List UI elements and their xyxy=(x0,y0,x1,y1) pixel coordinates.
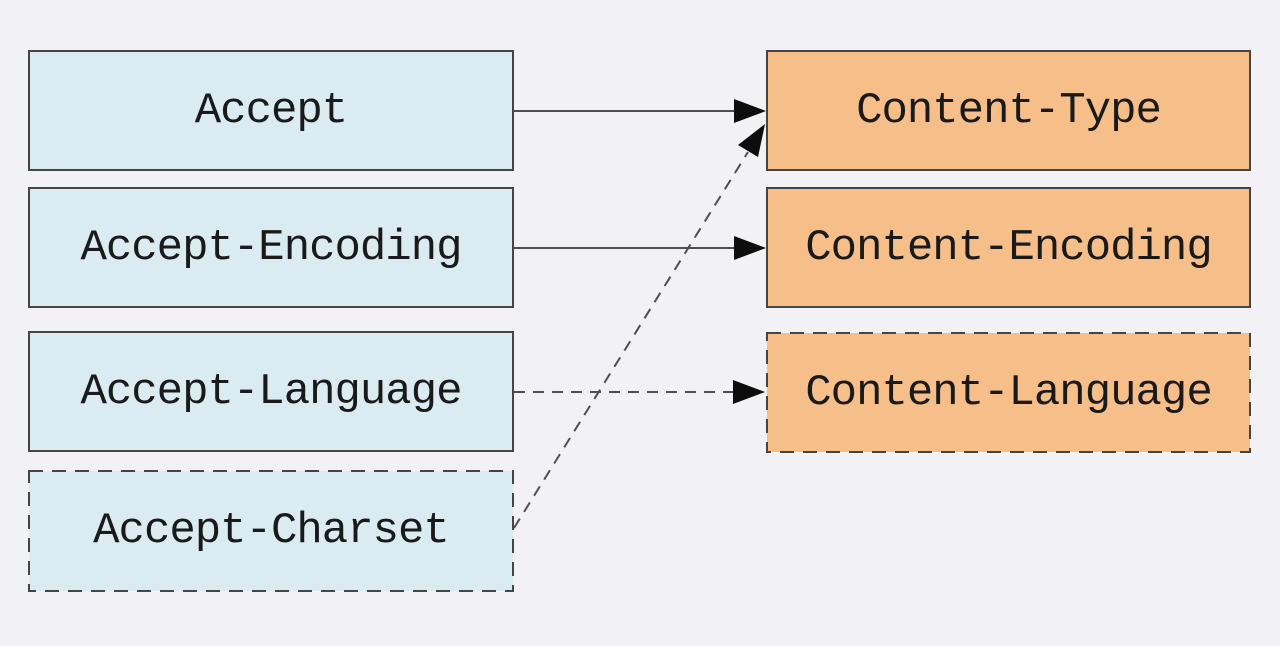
request-header-box-accept: Accept xyxy=(29,51,513,170)
box-label: Content-Encoding xyxy=(805,222,1212,273)
box-label: Accept-Encoding xyxy=(80,222,462,273)
arrowhead-accept-to-content-type xyxy=(734,99,766,123)
box-label: Content-Type xyxy=(856,85,1162,136)
response-header-box-content-encoding: Content-Encoding xyxy=(767,188,1250,307)
response-header-box-content-type: Content-Type xyxy=(767,51,1250,170)
request-header-box-accept-charset: Accept-Charset xyxy=(29,471,513,591)
arrowhead-accept-encoding-to-content-encoding xyxy=(734,236,766,260)
response-header-box-content-language: Content-Language xyxy=(767,333,1250,452)
request-header-box-accept-language: Accept-Language xyxy=(29,332,513,451)
arrow-line-accept-charset-to-content-type xyxy=(513,151,749,529)
box-label: Accept xyxy=(194,85,348,136)
box-label: Accept-Charset xyxy=(93,506,450,556)
box-label: Content-Language xyxy=(805,367,1212,418)
box-label: Accept-Language xyxy=(80,366,462,417)
request-header-box-accept-encoding: Accept-Encoding xyxy=(29,188,513,307)
arrowhead-accept-charset-to-content-type xyxy=(738,124,765,157)
arrowhead-accept-language-to-content-language xyxy=(733,380,765,404)
